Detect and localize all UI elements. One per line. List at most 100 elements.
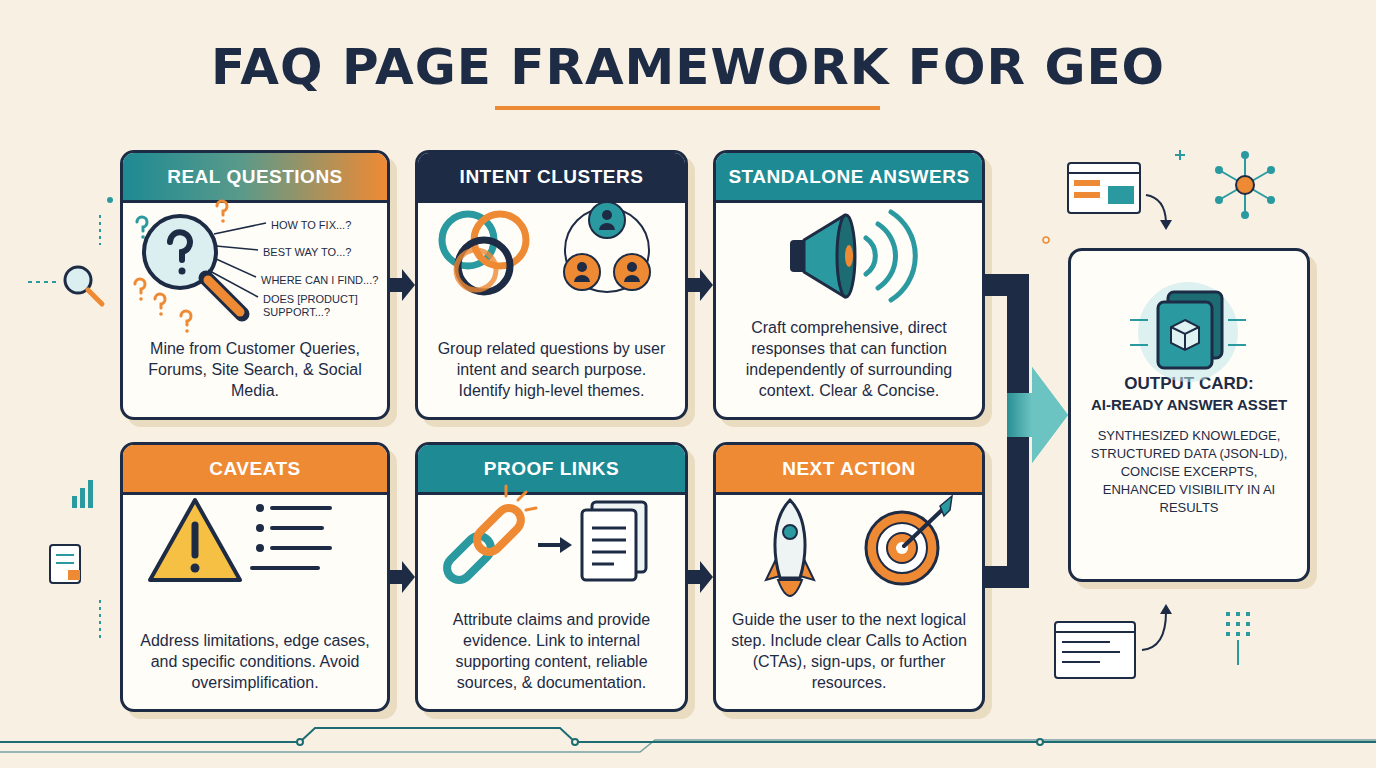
arrow-shaft bbox=[688, 570, 700, 584]
card-title: REAL QUESTIONS bbox=[167, 166, 343, 188]
flow-connector bbox=[688, 269, 713, 301]
browser-block bbox=[1108, 186, 1134, 204]
card-title: NEXT ACTION bbox=[782, 458, 916, 480]
card-body: Mine from Customer Queries, Forums, Site… bbox=[135, 338, 375, 401]
grid-dot bbox=[1226, 612, 1230, 616]
merge-arrow-shaft bbox=[1007, 393, 1032, 437]
curved-arrow-head bbox=[1160, 220, 1172, 230]
card-header: REAL QUESTIONS bbox=[123, 153, 387, 203]
arrow-head bbox=[700, 269, 713, 301]
network-node bbox=[1241, 211, 1249, 219]
card-description: Address limitations, edge cases, and spe… bbox=[135, 630, 375, 693]
network-node bbox=[1267, 166, 1275, 174]
step-card: CAVEATS Address limitations, edge cases, … bbox=[120, 442, 390, 712]
bar bbox=[80, 488, 85, 508]
card-title: STANDALONE ANSWERS bbox=[728, 166, 969, 188]
browser-line bbox=[1062, 651, 1120, 653]
card-body: Address limitations, edge cases, and spe… bbox=[135, 630, 375, 693]
merge-arrow-head bbox=[1032, 367, 1068, 463]
merge-arrow-head bbox=[1032, 367, 1068, 463]
question-example: BEST WAY TO...? bbox=[263, 246, 387, 259]
card-description: Group related questions by user intent a… bbox=[430, 338, 673, 401]
mini-magnifier-handle bbox=[88, 290, 102, 304]
card-header: STANDALONE ANSWERS bbox=[716, 153, 982, 203]
browser-block bbox=[1074, 192, 1100, 198]
flow-connector bbox=[688, 561, 713, 593]
card-title: INTENT CLUSTERS bbox=[460, 166, 644, 188]
arrow-head bbox=[402, 269, 415, 301]
step-card: NEXT ACTION Guide the user to the next lo… bbox=[713, 442, 985, 712]
mini-document bbox=[50, 545, 80, 583]
circuit-line bbox=[0, 728, 1376, 742]
flow-connector bbox=[985, 285, 1068, 463]
arrow-shaft bbox=[390, 278, 402, 292]
card-title: AI-READY ANSWER ASSET bbox=[1081, 395, 1297, 415]
grid-dot bbox=[1226, 622, 1230, 626]
network-edge bbox=[1219, 185, 1245, 200]
question-example: WHERE CAN I FIND...? bbox=[261, 274, 389, 287]
card-description: Attribute claims and provide evidence. L… bbox=[430, 609, 673, 693]
browser-window bbox=[1068, 163, 1140, 213]
document-tag bbox=[68, 570, 80, 580]
card-header: NEXT ACTION bbox=[716, 445, 982, 495]
dashed-line bbox=[99, 215, 101, 245]
card-kicker: OUTPUT CARD: bbox=[1081, 373, 1297, 395]
network-node bbox=[1215, 196, 1223, 204]
network-hub bbox=[1236, 176, 1254, 194]
dashed-line bbox=[28, 281, 60, 283]
card-header: PROOF LINKS bbox=[418, 445, 685, 495]
browser-bar bbox=[1055, 631, 1135, 633]
curved-arrow bbox=[1142, 612, 1166, 650]
browser-bar bbox=[1068, 172, 1140, 174]
card-description: Guide the user to the next logical step.… bbox=[728, 609, 970, 693]
flow-connector bbox=[985, 367, 1068, 577]
step-card: PROOF LINKS Attribute claims and provide … bbox=[415, 442, 688, 712]
browser-line bbox=[1062, 661, 1100, 663]
network-edge bbox=[1245, 170, 1271, 185]
dot-grid bbox=[1226, 612, 1250, 636]
document-line bbox=[56, 562, 74, 564]
title-underline bbox=[495, 106, 880, 110]
network-edge bbox=[1244, 185, 1246, 215]
card-body: Guide the user to the next logical step.… bbox=[728, 609, 970, 693]
flow-connector bbox=[390, 269, 415, 301]
browser-line bbox=[1062, 641, 1110, 643]
question-example: HOW TO FIX...? bbox=[271, 219, 389, 232]
network-edge bbox=[1219, 170, 1245, 185]
output-text: OUTPUT CARD:AI-READY ANSWER ASSET SYNTHES… bbox=[1081, 373, 1297, 517]
grid-dot bbox=[1246, 622, 1250, 626]
network-edge bbox=[1244, 155, 1246, 185]
card-title: PROOF LINKS bbox=[484, 458, 619, 480]
circuit-trace bbox=[1237, 640, 1239, 665]
card-body: Craft comprehensive, direct responses th… bbox=[728, 317, 970, 401]
step-card: INTENT CLUSTERS Group related questions b… bbox=[415, 150, 688, 420]
card-description: Craft comprehensive, direct responses th… bbox=[728, 317, 970, 401]
diagram-title: FAQ PAGE FRAMEWORK FOR GEO bbox=[0, 38, 1376, 96]
curved-arrow-head bbox=[1160, 604, 1172, 614]
network-node bbox=[1241, 151, 1249, 159]
circuit-line bbox=[0, 740, 1376, 752]
sparkle bbox=[1179, 150, 1181, 160]
flow-connector bbox=[390, 561, 415, 593]
card-title: CAVEATS bbox=[209, 458, 300, 480]
circuit-node bbox=[297, 739, 303, 745]
grid-dot bbox=[1236, 622, 1240, 626]
output-card: OUTPUT CARD:AI-READY ANSWER ASSET SYNTHES… bbox=[1068, 248, 1310, 582]
merge-arrow-shaft bbox=[1007, 393, 1032, 437]
grid-dot bbox=[1236, 612, 1240, 616]
network-icon bbox=[1219, 155, 1271, 215]
question-example: DOES [PRODUCT] SUPPORT...? bbox=[263, 293, 363, 319]
card-header: CAVEATS bbox=[123, 445, 387, 495]
side-decorations bbox=[28, 197, 113, 640]
dot bbox=[1043, 237, 1049, 243]
curved-arrow bbox=[1146, 195, 1166, 222]
browser-block bbox=[1074, 180, 1100, 186]
card-body: Group related questions by user intent a… bbox=[430, 338, 673, 401]
bar bbox=[88, 480, 93, 508]
sparkle bbox=[1175, 154, 1185, 156]
card-body: Attribute claims and provide evidence. L… bbox=[430, 609, 673, 693]
card-description: Mine from Customer Queries, Forums, Site… bbox=[135, 338, 375, 401]
card-description: SYNTHESIZED KNOWLEDGE, STRUCTURED DATA (… bbox=[1081, 427, 1297, 517]
browser-window bbox=[1055, 622, 1135, 678]
